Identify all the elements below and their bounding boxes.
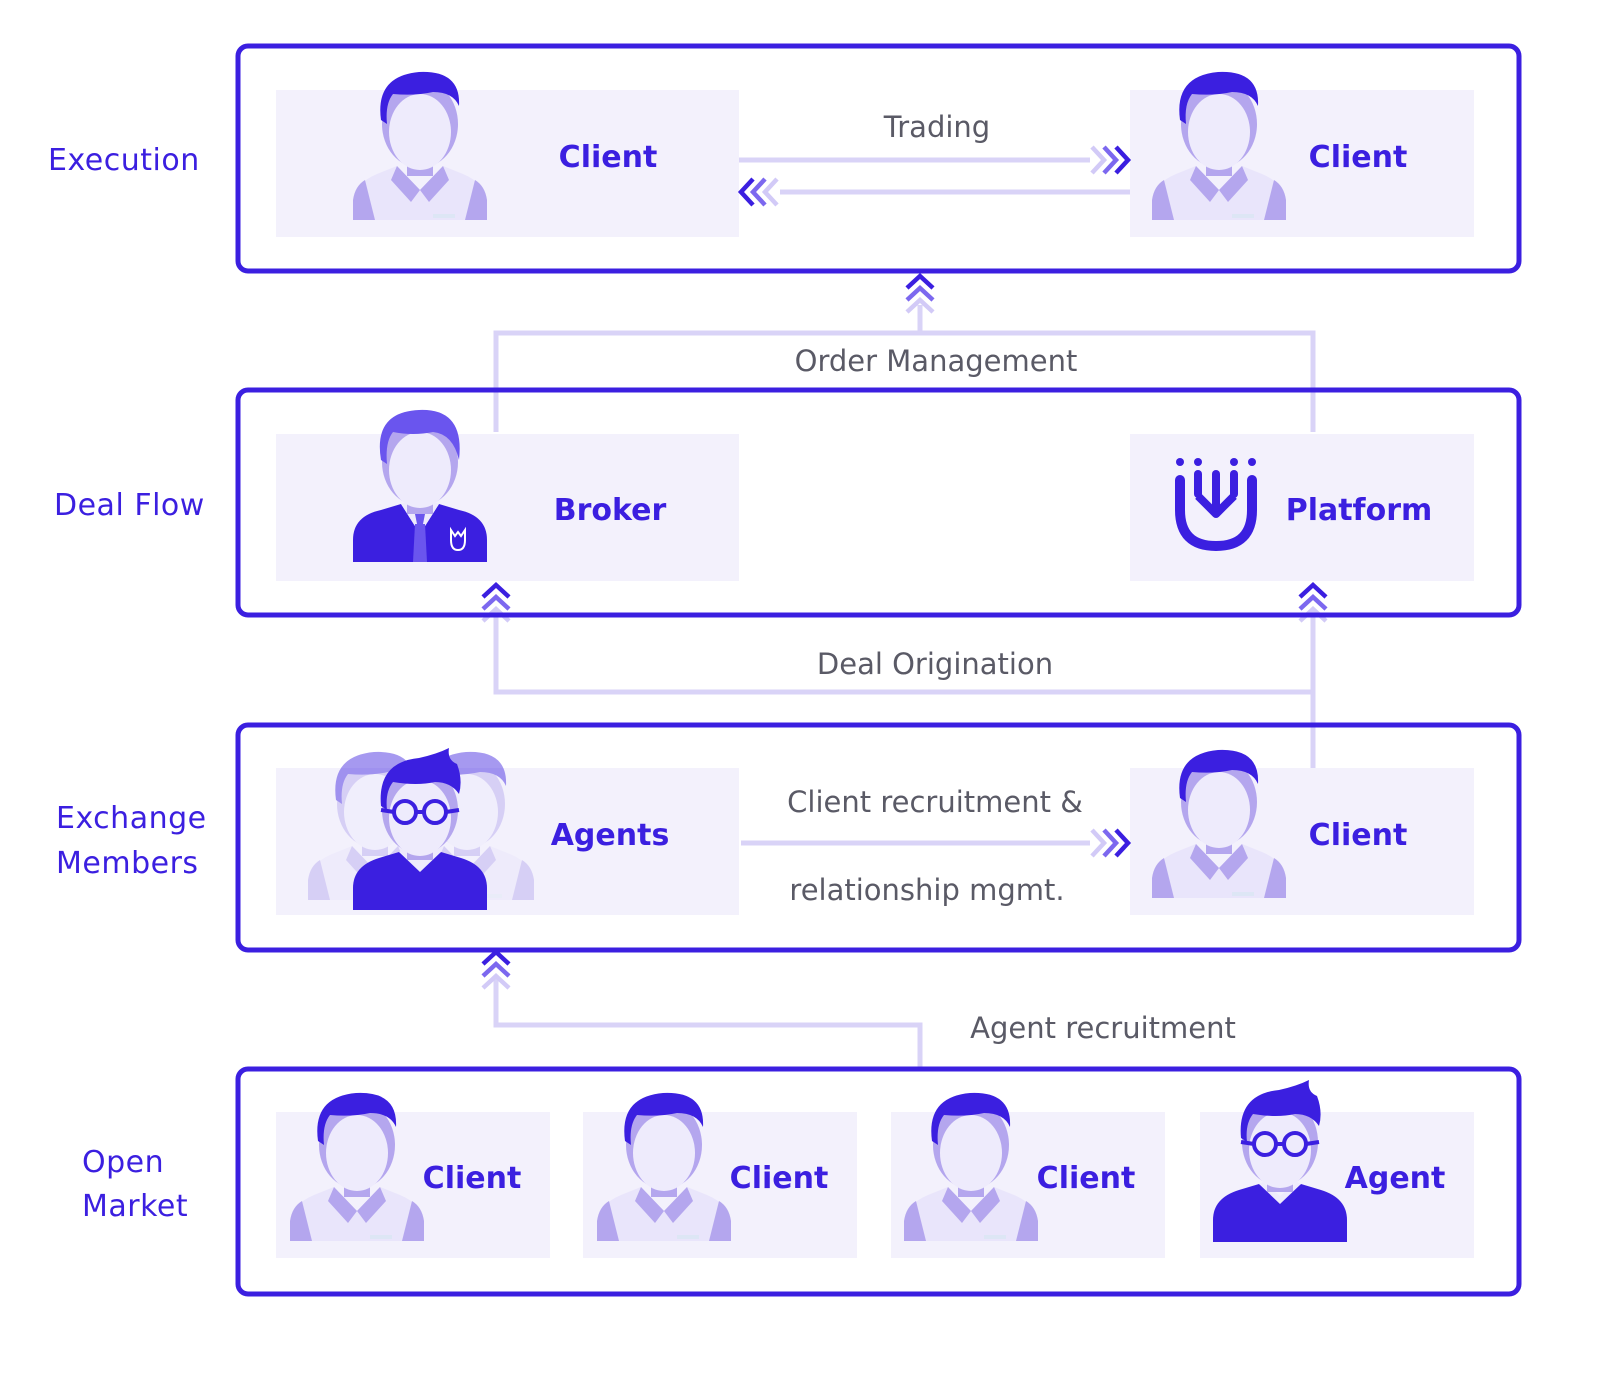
agent-recruitment-connector	[483, 952, 923, 1068]
level-label-open-market-line1: Open	[82, 1145, 164, 1180]
broker-label: Broker	[554, 493, 667, 528]
trading-arrow-left	[741, 179, 777, 205]
agents-label: Agents	[551, 818, 670, 853]
platform-label: Platform	[1286, 493, 1433, 528]
order-management-connector	[493, 276, 1316, 432]
agents-card: Agents	[276, 746, 739, 915]
trading-connector	[739, 147, 1130, 205]
level-label-exchange-members: Exchange Members	[56, 801, 217, 881]
market-client-1-card: Client	[276, 1092, 550, 1258]
level-label-exchange-members-line1: Exchange	[56, 801, 207, 836]
open-market-box	[235, 1066, 1522, 1297]
client-recruitment-connector	[741, 830, 1128, 856]
trading-arrow-right	[1092, 147, 1128, 173]
market-client-3-card: Client	[891, 1092, 1165, 1258]
market-client-1-label: Client	[423, 1161, 522, 1196]
execution-box	[235, 43, 1522, 274]
level-label-open-market-line2: Market	[82, 1189, 188, 1224]
exec-client-right-label: Client	[1309, 140, 1408, 175]
agent-recruitment-label: Agent recruitment	[970, 1011, 1236, 1045]
level-label-deal-flow: Deal Flow	[54, 488, 205, 523]
market-client-2-label: Client	[730, 1161, 829, 1196]
level-label-exchange-members-line2: Members	[56, 846, 199, 881]
market-agent-card: Agent	[1200, 1078, 1474, 1258]
deal-flow-box	[235, 387, 1522, 618]
market-client-2-card: Client	[583, 1092, 857, 1258]
exchange-members-box	[235, 722, 1522, 953]
deal-origination-label: Deal Origination	[817, 647, 1053, 681]
market-client-3-label: Client	[1037, 1161, 1136, 1196]
exec-client-left-label: Client	[559, 140, 658, 175]
trading-label: Trading	[883, 110, 990, 144]
client-recruitment-arrow-right	[1092, 830, 1128, 856]
order-management-label: Order Management	[795, 344, 1078, 378]
deal-origination-connector	[483, 585, 1326, 768]
client-recruitment-label-line2: relationship mgmt.	[789, 873, 1064, 907]
broker-card: Broker	[276, 408, 739, 581]
market-agent-label: Agent	[1345, 1161, 1446, 1196]
exec-client-right-card: Client	[1130, 71, 1474, 237]
level-label-execution: Execution	[48, 143, 200, 178]
client-recruitment-label-line1: Client recruitment &	[787, 785, 1083, 819]
platform-card: Platform	[1130, 434, 1474, 581]
member-client-label: Client	[1309, 818, 1408, 853]
member-client-card: Client	[1130, 749, 1474, 915]
level-label-open-market: Open Market	[82, 1145, 188, 1224]
exec-client-left-card: Client	[276, 71, 739, 237]
